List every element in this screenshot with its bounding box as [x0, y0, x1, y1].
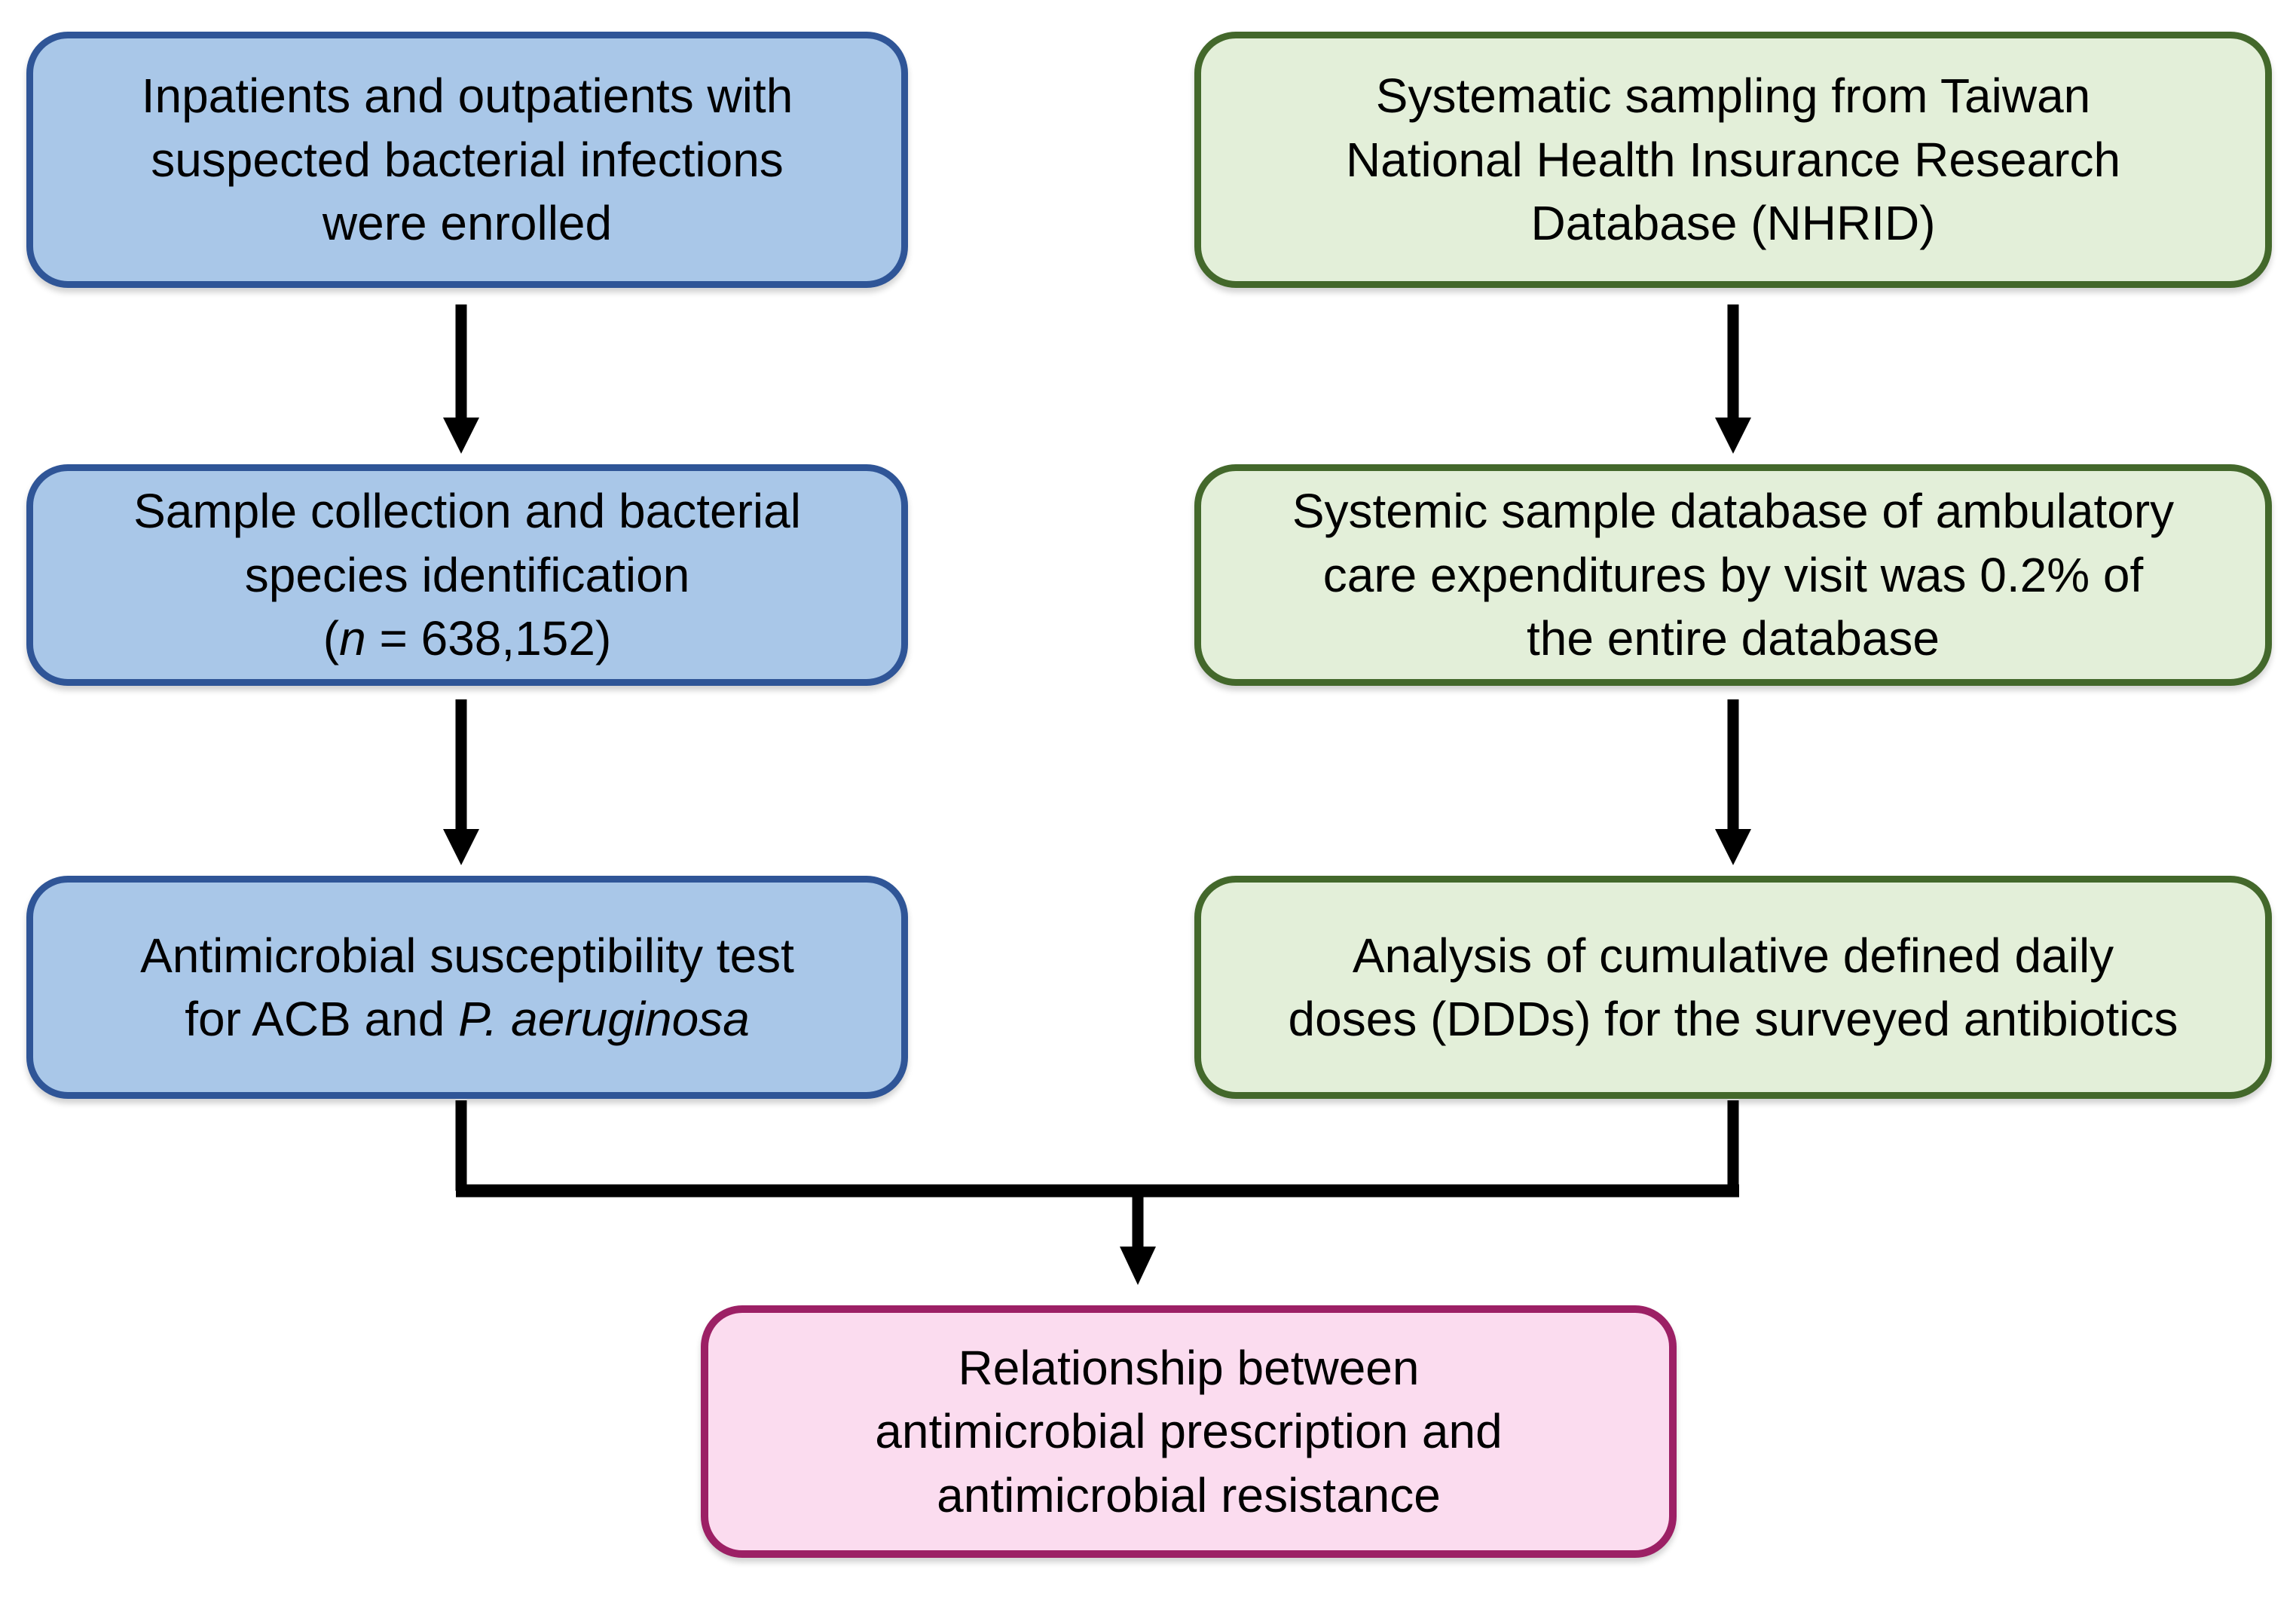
arrow-right-2 — [1715, 699, 1751, 865]
box-text-line: antimicrobial resistance — [937, 1467, 1441, 1522]
merge-connector — [455, 1100, 1739, 1198]
box-text-line: species identification — [244, 547, 690, 602]
box-text-line: Analysis of cumulative defined daily — [1352, 928, 2114, 983]
box-sample-collection: Sample collection and bacterial species … — [26, 464, 908, 686]
arrow-left-1 — [443, 304, 479, 454]
box-text-line: Systematic sampling from Taiwan — [1375, 69, 2091, 124]
box-text-line: Systemic sample database of ambulatory — [1292, 484, 2175, 539]
box-text-line: antimicrobial prescription and — [875, 1404, 1503, 1459]
box-text-line: Antimicrobial susceptibility test — [140, 928, 794, 983]
italic-n: n — [339, 611, 366, 666]
box-ambulatory-database: Systemic sample database of ambulatory c… — [1194, 464, 2272, 686]
box-text-line: suspected bacterial infections — [151, 132, 784, 187]
box-nhrid-sampling: Systematic sampling from Taiwan National… — [1194, 32, 2272, 288]
arrow-left-2 — [443, 699, 479, 865]
box-text-line-sample-size: (n = 638,152) — [323, 611, 612, 666]
box-text-line: Database (NHRID) — [1530, 196, 1936, 251]
box-text-line: the entire database — [1527, 611, 1940, 666]
arrow-right-1 — [1715, 304, 1751, 454]
box-text-line: were enrolled — [322, 196, 613, 251]
box-text-line: National Health Insurance Research — [1345, 132, 2121, 187]
box-patients-enrolled: Inpatients and outpatients with suspecte… — [26, 32, 908, 288]
box-relationship: Relationship between antimicrobial presc… — [701, 1305, 1677, 1558]
box-text-line: doses (DDDs) for the surveyed antibiotic… — [1288, 992, 2178, 1046]
box-text-line: care expenditures by visit was 0.2% of — [1322, 547, 2144, 602]
italic-species-name: P. aeruginosa — [458, 992, 750, 1046]
box-text-line: Sample collection and bacterial — [133, 484, 801, 539]
box-susceptibility-test: Antimicrobial susceptibility test for AC… — [26, 876, 908, 1099]
box-ddd-analysis: Analysis of cumulative defined daily dos… — [1194, 876, 2272, 1099]
box-text-line: Relationship between — [958, 1340, 1420, 1395]
box-text-line: Inpatients and outpatients with — [141, 69, 793, 124]
box-text-line-species: for ACB and P. aeruginosa — [185, 992, 750, 1046]
arrow-merge-down — [1120, 1191, 1156, 1285]
